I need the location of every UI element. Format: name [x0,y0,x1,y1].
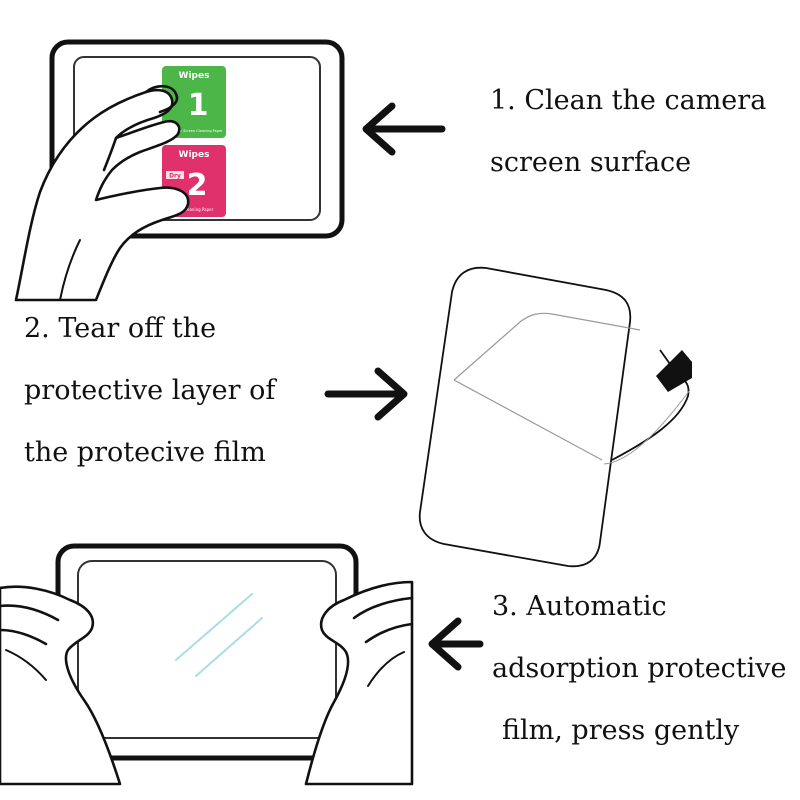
screen-glare [175,593,263,677]
step3-line-1: 3. Automatic [492,591,667,622]
film-pull-tab [656,350,692,392]
arrow-left-icon [428,617,484,671]
step1-line-2: screen surface [490,147,692,178]
step3-instruction: 3. Automatic adsorption protective film,… [492,576,787,762]
arrow-left-icon [362,102,446,156]
hand-icon [14,84,190,302]
step1-illustration: Wipes 1 Antistatic Screen Cleaning Paper… [14,39,446,302]
hand-icon [304,580,414,786]
step1-line-1: 1. Clean the camera [490,85,767,116]
step2-line-2: protective layer of [24,375,276,406]
wipe-1-caption: Antistatic Screen Cleaning Paper [165,129,223,133]
wipe-1-title: Wipes [179,71,210,81]
step3-camera-screen [77,560,337,739]
wipe-2-caption: Dry Cleaning Paper [175,207,214,212]
step2-line-3: the protecive film [24,437,266,468]
step2-illustration [324,266,692,568]
step1-instruction: 1. Clean the camera screen surface [490,70,766,194]
arrow-right-icon [324,367,408,421]
step3-illustration [0,543,484,786]
film-fold-line [453,379,603,461]
step2-line-1: 2. Tear off the [24,313,217,344]
wipe-2-number: 2 [187,168,208,203]
step2-instruction: 2. Tear off the protective layer of the … [24,298,275,484]
wipe-2-title: Wipes [179,150,210,160]
film-inner-outline [453,312,641,381]
wipe-2-tag: Dry [169,173,181,180]
wipe-packet-1: Wipes 1 Antistatic Screen Cleaning Paper [162,66,226,138]
step3-line-2: adsorption protective [492,653,787,684]
wipe-1-number: 1 [188,88,209,123]
step3-line-3: film, press gently [502,715,740,746]
film-sheet [418,266,632,568]
hand-icon [0,585,122,786]
